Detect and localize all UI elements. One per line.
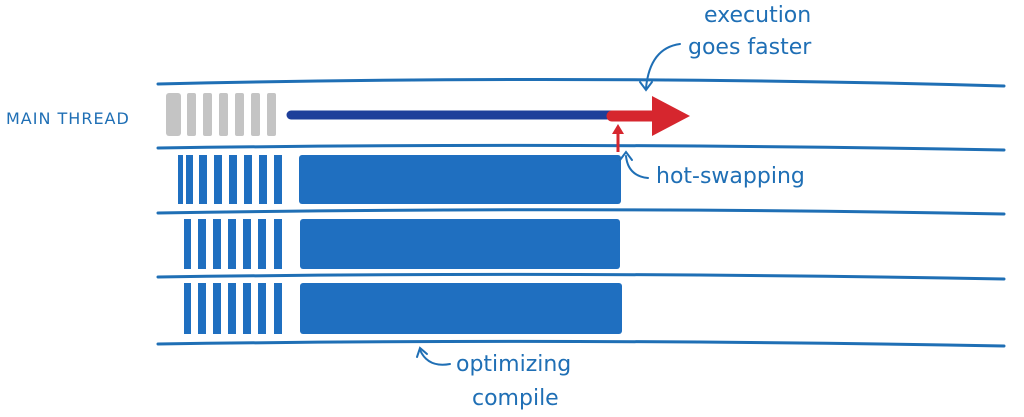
- optimizing-compile-block: [300, 219, 620, 269]
- hot-swapping-label: hot-swapping: [656, 164, 805, 189]
- compile-slice: [186, 155, 193, 204]
- callout-arrows: [416, 43, 681, 366]
- optimizing-label-line2: compile: [472, 386, 559, 411]
- execution-callout-arrow: [645, 43, 681, 89]
- baseline-compile-blocks: [166, 93, 276, 136]
- compile-slice: [243, 219, 251, 269]
- baseline-block: [187, 93, 196, 136]
- hot-swap-arrow: [612, 124, 624, 152]
- baseline-block: [251, 93, 260, 136]
- compile-slice: [274, 283, 282, 334]
- hot-swap-callout-arrow: [625, 155, 649, 179]
- compile-slice: [184, 219, 191, 269]
- lane-lines: [156, 77, 1006, 348]
- lane-line-compile-3-bottom: [156, 339, 1006, 348]
- baseline-block: [203, 93, 212, 136]
- compile-slice: [244, 155, 252, 204]
- optimizing-compile-block: [299, 155, 621, 204]
- compile-slice: [259, 155, 267, 204]
- compile-slice: [198, 219, 206, 269]
- baseline-block: [235, 93, 244, 136]
- optimizing-label-line1: optimizing: [456, 352, 572, 377]
- optimizing-callout-arrow: [419, 349, 451, 366]
- main-thread-label: MAIN THREAD: [6, 109, 130, 128]
- execution-callout-arrowhead: [639, 81, 653, 92]
- execution-label-line1: execution: [704, 3, 812, 28]
- compile-slice: [229, 155, 237, 204]
- lane-line-compile-2-bottom: [156, 272, 1006, 281]
- compile-slice: [213, 219, 221, 269]
- compile-slice: [228, 283, 236, 334]
- compile-slice: [199, 155, 207, 204]
- compile-slice: [184, 283, 191, 334]
- optimizing-callout-arrowhead: [416, 346, 428, 358]
- compile-slice: [214, 155, 222, 204]
- lane-line-top: [156, 77, 1006, 88]
- compile-slice: [178, 155, 183, 204]
- hot-swap-arrowhead: [612, 124, 624, 134]
- compile-thread-1: [178, 155, 621, 204]
- faster-arrowhead: [652, 96, 690, 136]
- compile-slice: [274, 155, 282, 204]
- baseline-block: [219, 93, 228, 136]
- hot-swap-callout-arrowhead: [619, 150, 633, 161]
- execution-label-line2: goes faster: [688, 35, 812, 60]
- compile-thread-3: [184, 283, 622, 334]
- compile-thread-2: [184, 219, 620, 269]
- optimizing-compile-block: [300, 283, 622, 334]
- baseline-block: [166, 93, 181, 136]
- compile-slice: [228, 219, 236, 269]
- compile-slice: [213, 283, 221, 334]
- lane-line-compile-1-bottom: [156, 208, 1006, 216]
- faster-execution-arrow: [606, 96, 690, 136]
- compile-slice: [258, 283, 266, 334]
- compile-slice: [198, 283, 206, 334]
- compile-slice: [243, 283, 251, 334]
- lane-line-main-bottom: [156, 143, 1006, 152]
- baseline-block: [267, 93, 276, 136]
- compile-slice: [274, 219, 282, 269]
- compile-slice: [258, 219, 266, 269]
